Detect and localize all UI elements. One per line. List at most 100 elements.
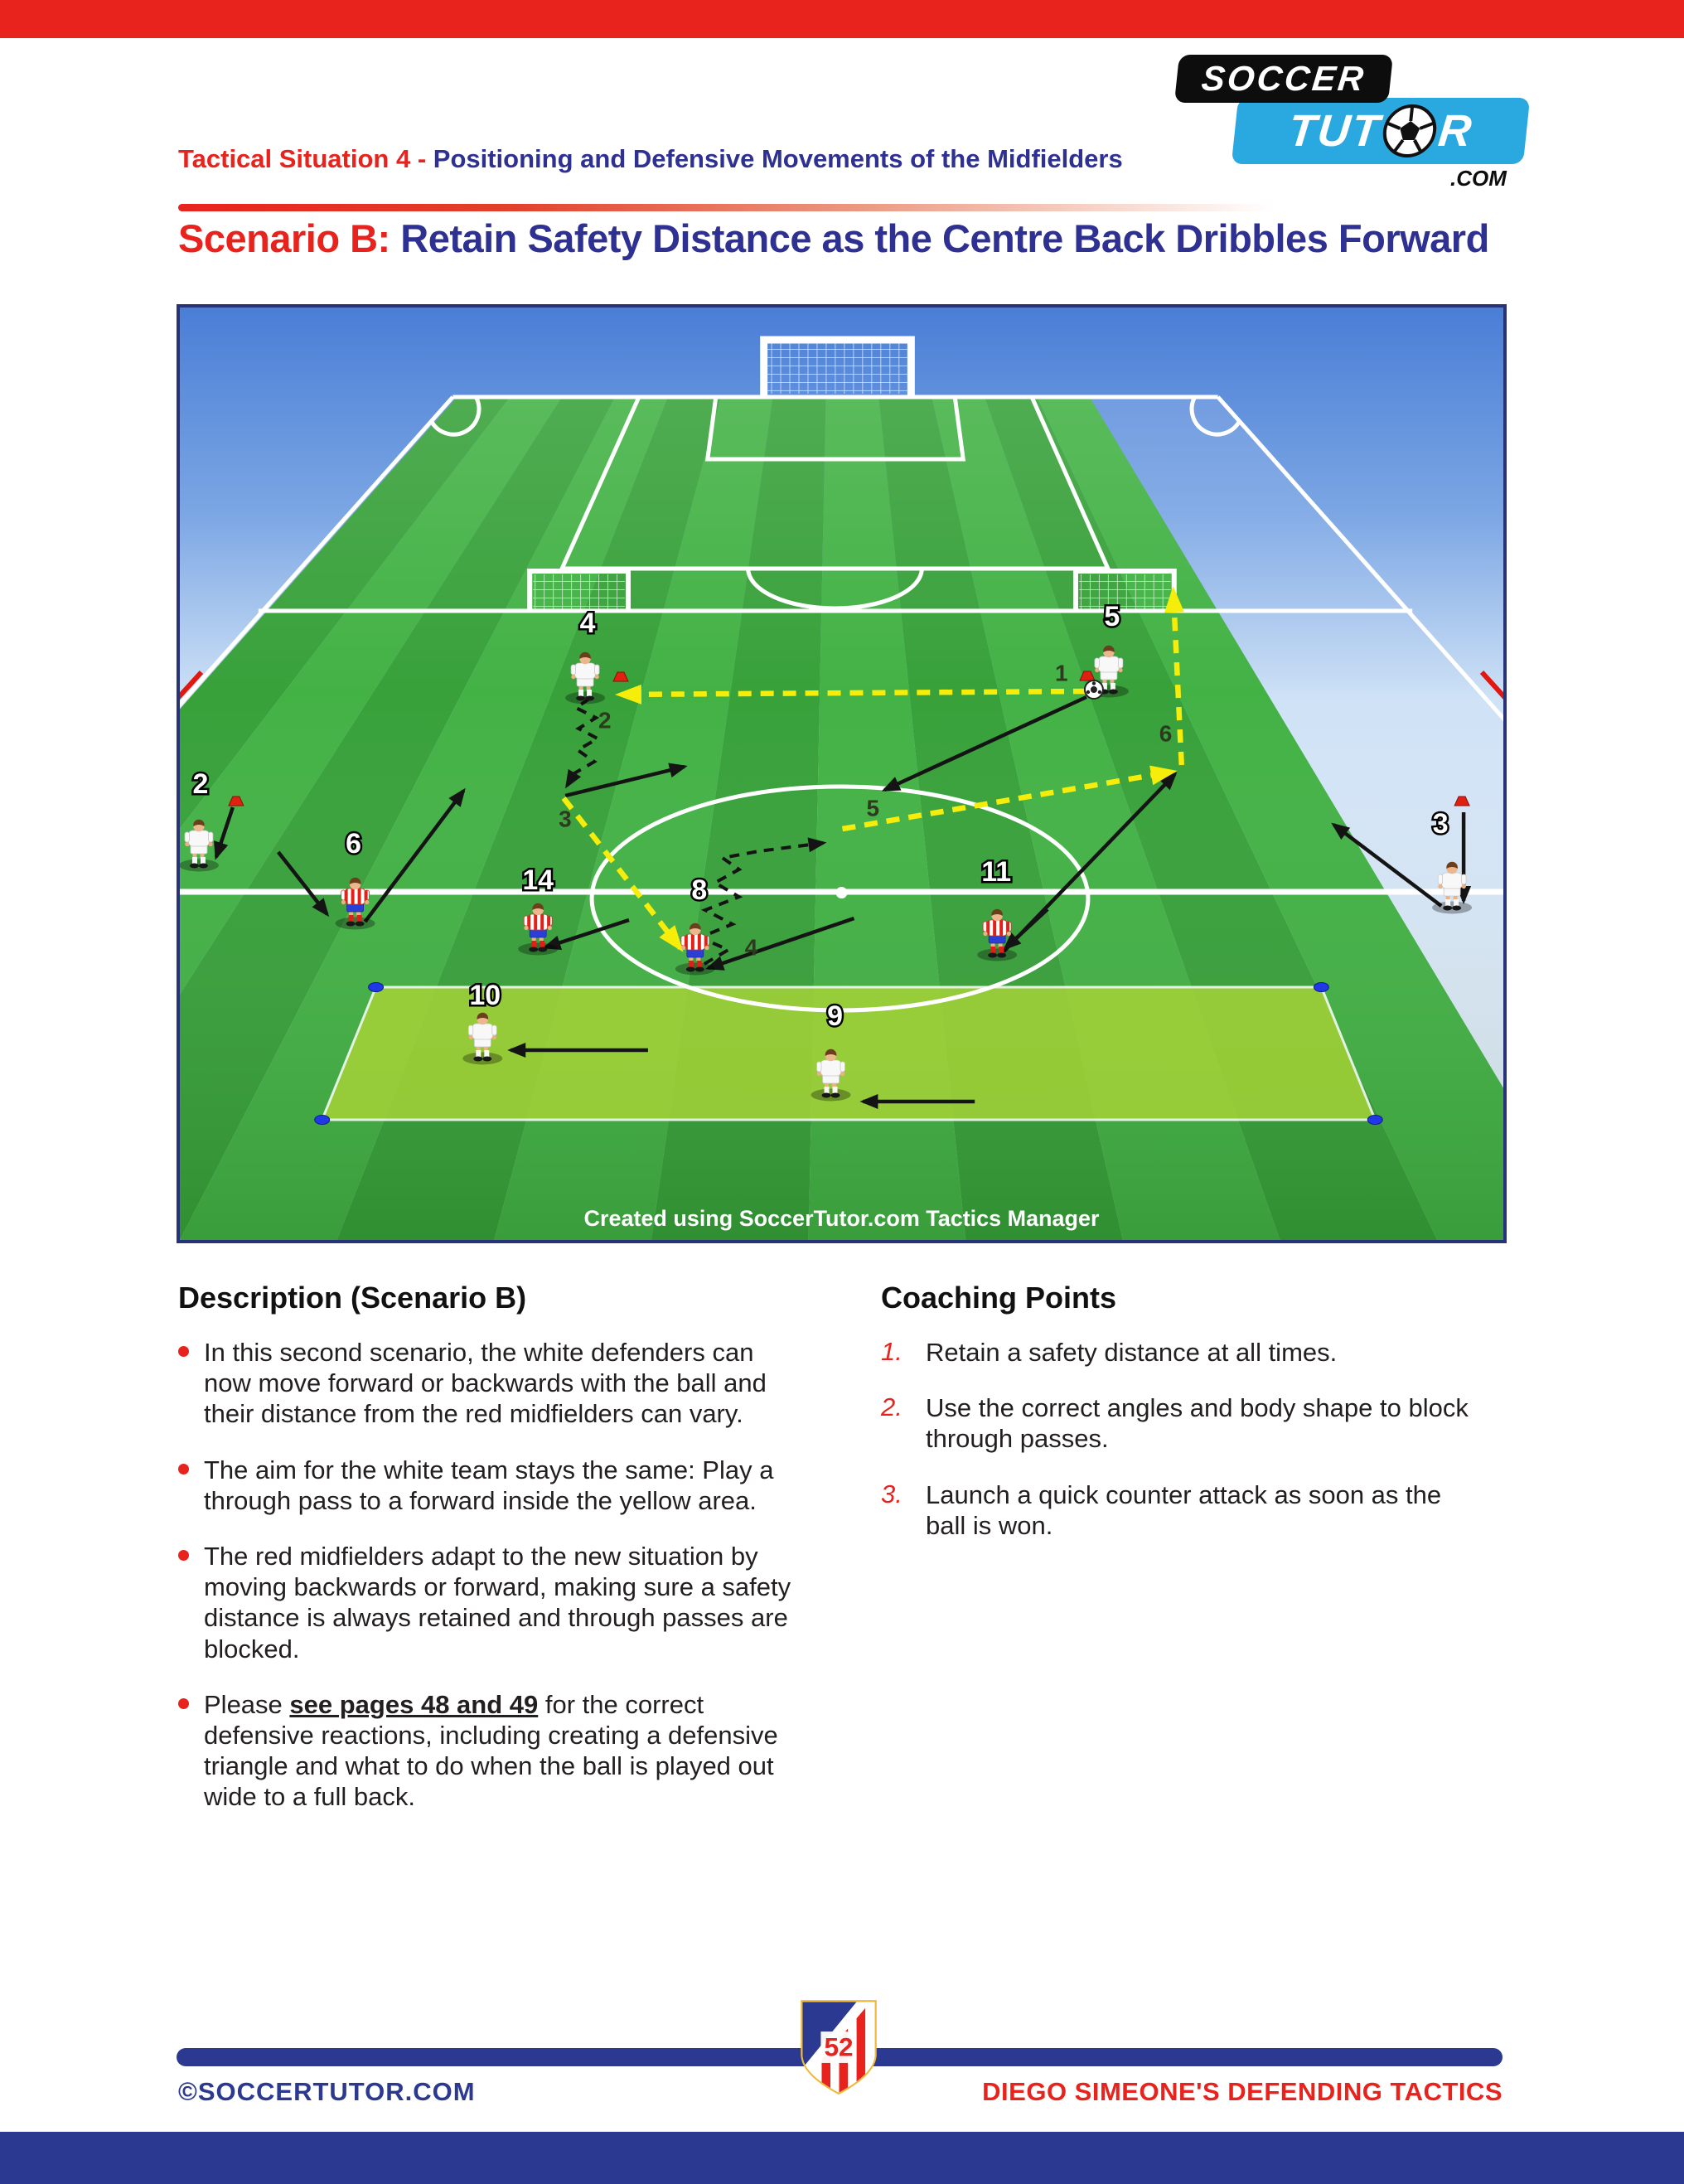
coaching-point-text: Launch a quick counter attack as soon as… xyxy=(926,1479,1442,1540)
player-white-10 xyxy=(462,1012,503,1065)
player-number-label-11: 11 xyxy=(981,856,1011,888)
pass-arrow-6 xyxy=(1164,586,1184,766)
logo-r-text: R xyxy=(1435,106,1476,156)
player-white-3 xyxy=(1432,861,1473,914)
sequence-label-4: 4 xyxy=(745,934,758,960)
bullet-icon xyxy=(178,1697,189,1709)
description-heading: Description (Scenario B) xyxy=(178,1281,527,1315)
description-bullet: The aim for the white team stays the sam… xyxy=(178,1455,849,1516)
run-arrow xyxy=(705,916,855,971)
run-arrow xyxy=(1002,772,1178,953)
bullet-icon xyxy=(178,1549,189,1561)
coaching-points-section: Coaching Points 1. Retain a safety dista… xyxy=(881,1281,1519,1566)
player-white-2 xyxy=(180,819,219,872)
logo-tutor-pill: TUT R xyxy=(1231,98,1531,164)
bullet-text: In this second scenario, the white defen… xyxy=(204,1338,767,1429)
coaching-point-number: 2. xyxy=(881,1392,902,1422)
run-arrow xyxy=(1331,822,1443,908)
description-bullet: Please see pages 48 and 49 for the corre… xyxy=(178,1689,849,1813)
description-section: Description (Scenario B) In this second … xyxy=(178,1281,849,1837)
player-white-9 xyxy=(811,1048,851,1102)
bullet-text: The aim for the white team stays the sam… xyxy=(204,1455,774,1515)
dribble-arrow-4 xyxy=(695,837,827,966)
bullet-text-pre: Please xyxy=(204,1689,290,1719)
sequence-label-5: 5 xyxy=(866,795,879,821)
player-red-6 xyxy=(335,877,375,930)
blue-cone-icon xyxy=(1367,1115,1383,1125)
header-situation-title: Positioning and Defensive Movements of t… xyxy=(433,144,1123,173)
player-number-label-4: 4 xyxy=(580,608,596,639)
player-number-label-3: 3 xyxy=(1433,808,1449,840)
player-number-label-2: 2 xyxy=(193,768,209,800)
run-arrow xyxy=(277,850,330,918)
red-cone-icon xyxy=(1079,671,1096,681)
page-header: Tactical Situation 4 - Positioning and D… xyxy=(178,144,1123,174)
player-number-label-9: 9 xyxy=(827,1000,843,1032)
logo-tut-text: TUT xyxy=(1285,106,1384,156)
mini-goal-right xyxy=(1072,569,1177,611)
bullet-icon xyxy=(178,1463,189,1475)
center-spot xyxy=(835,887,848,898)
description-bullet: In this second scenario, the white defen… xyxy=(178,1337,849,1430)
top-red-bar xyxy=(0,0,1684,38)
player-red-11 xyxy=(977,908,1018,961)
soccertutor-logo: SOCCER TUT R .COM xyxy=(1170,50,1560,191)
ball-pattern xyxy=(1090,686,1097,693)
player-number-label-8: 8 xyxy=(691,874,707,906)
coaching-point-text: Retain a safety distance at all times. xyxy=(926,1338,1338,1367)
footer-site-link[interactable]: ©SOCCERTUTOR.COM xyxy=(178,2077,476,2106)
coaching-point: 2. Use the correct angles and body shape… xyxy=(881,1392,1519,1454)
ball-pattern xyxy=(1091,681,1096,685)
coaching-point: 3. Launch a quick counter attack as soon… xyxy=(881,1479,1519,1541)
player-number-label-10: 10 xyxy=(469,980,501,1011)
pass-arrow-5 xyxy=(841,765,1178,832)
soccer-ball-icon xyxy=(1382,104,1437,157)
run-arrow xyxy=(542,918,630,950)
player-white-4 xyxy=(565,651,606,705)
main-goal xyxy=(760,336,915,397)
footer-book-title: DIEGO SIMEONE'S DEFENDING TACTICS xyxy=(982,2077,1503,2106)
red-sideline-mark-left xyxy=(180,670,204,700)
see-pages-link[interactable]: see pages 48 and 49 xyxy=(289,1689,539,1719)
red-cone-icon xyxy=(1454,796,1470,806)
bullet-icon xyxy=(178,1346,189,1357)
coaching-point-text: Use the correct angles and body shape to… xyxy=(926,1393,1469,1454)
player-red-8 xyxy=(675,923,715,976)
sequence-label-6: 6 xyxy=(1159,720,1173,746)
coaching-heading: Coaching Points xyxy=(881,1281,1117,1315)
page-number: 52 xyxy=(824,2032,853,2062)
coaching-point-number: 1. xyxy=(881,1337,902,1366)
player-number-label-6: 6 xyxy=(346,828,361,860)
page-title: Scenario B: Retain Safety Distance as th… xyxy=(178,215,1489,261)
pass-arrow-3 xyxy=(561,797,684,952)
player-number-label-5: 5 xyxy=(1104,601,1120,632)
logo-soccer-pill: SOCCER xyxy=(1173,55,1394,103)
blue-cone-icon xyxy=(314,1115,331,1125)
dribble-arrow-2 xyxy=(565,697,602,789)
header-situation-label: Tactical Situation 4 - xyxy=(178,144,433,173)
coaching-point: 1. Retain a safety distance at all times… xyxy=(881,1337,1519,1368)
run-arrow xyxy=(214,806,235,860)
sequence-label-2: 2 xyxy=(598,707,612,733)
red-cone-icon xyxy=(228,796,244,806)
ball-pattern xyxy=(1097,690,1102,695)
ball-pattern xyxy=(1086,690,1091,695)
header-rule xyxy=(178,204,1272,211)
page-number-crest: 52 xyxy=(801,2000,877,2095)
bullet-text: Please see pages 48 and 49 for the corre… xyxy=(204,1689,801,1813)
description-bullet: The red midfielders adapt to the new sit… xyxy=(178,1541,849,1664)
red-cone-icon xyxy=(612,671,629,682)
run-arrow xyxy=(363,787,466,923)
bottom-navy-bar xyxy=(0,2132,1684,2184)
run-arrow xyxy=(564,763,688,798)
pass-arrow-1 xyxy=(615,684,1086,705)
diagram-caption: Created using SoccerTutor.com Tactics Ma… xyxy=(584,1206,1100,1231)
title-scenario-label: Scenario B: xyxy=(178,216,401,260)
player-red-14 xyxy=(518,903,559,956)
bullet-text: The red midfielders adapt to the new sit… xyxy=(204,1541,791,1663)
red-sideline-mark-right xyxy=(1479,670,1503,700)
